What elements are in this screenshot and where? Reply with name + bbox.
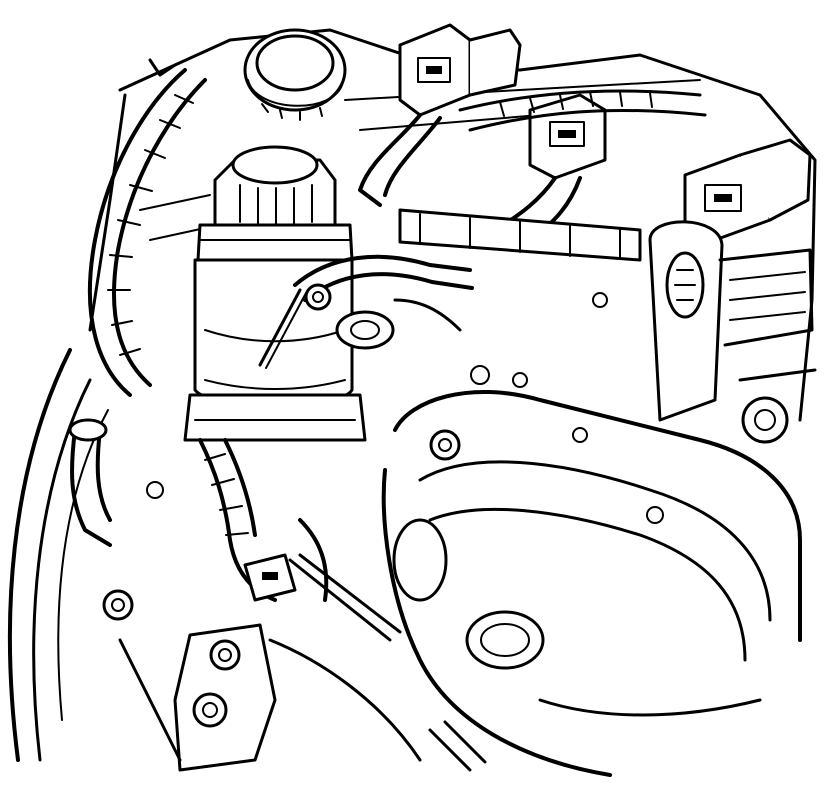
fuel-rail [335, 208, 642, 350]
mounting-flange [118, 623, 422, 772]
hose-clamp [428, 720, 487, 772]
sensor-connector [243, 553, 297, 602]
reservoir-cap [243, 28, 347, 121]
connector-2 [528, 93, 607, 180]
connector-1 [398, 23, 522, 117]
exhaust-manifold [381, 389, 802, 777]
engine-side-details [718, 248, 817, 444]
pump-pulley [7, 348, 134, 762]
coolant-hose [293, 254, 474, 311]
bolts [146, 292, 664, 524]
wiring-harness [87, 58, 207, 397]
lifting-bracket [648, 220, 724, 422]
filter-housing [183, 145, 367, 442]
ignition-coil-connectors [398, 23, 812, 242]
